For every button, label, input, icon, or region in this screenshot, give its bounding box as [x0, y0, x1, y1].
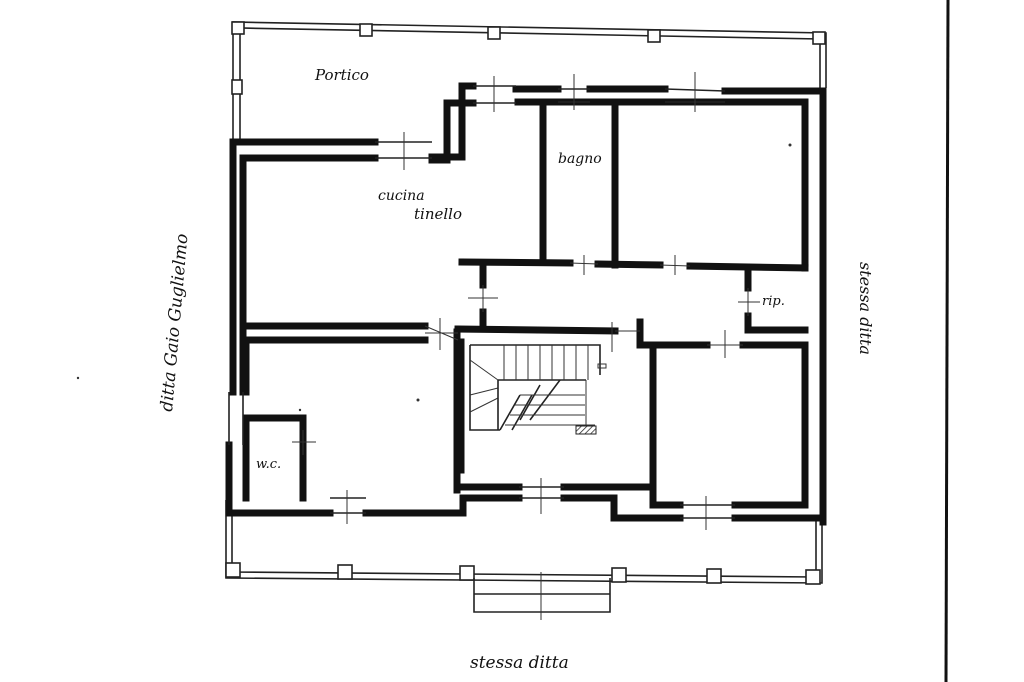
windows	[228, 72, 735, 530]
label-cucina: cucina	[378, 188, 425, 204]
interior-walls	[239, 98, 809, 509]
label-right-neighbor: stessa ditta	[856, 262, 875, 355]
dot-mark	[788, 143, 792, 147]
label-portico: Portico	[314, 66, 369, 84]
dot-mark	[416, 398, 420, 402]
label-left-neighbor: ditta Gaio Guglielmo	[157, 233, 192, 413]
entrance-steps	[473, 572, 611, 620]
portico-posts	[225, 21, 826, 585]
label-bagno: bagno	[558, 151, 602, 167]
label-wc: w.c.	[256, 457, 281, 472]
doors	[292, 255, 760, 455]
portico-outline	[225, 21, 827, 584]
dot-mark	[298, 408, 302, 412]
exterior-walls	[225, 82, 827, 526]
page-border-line	[944, 0, 950, 682]
label-bottom-neighbor: stessa ditta	[470, 653, 569, 673]
label-tinello: tinello	[414, 205, 462, 223]
staircase	[469, 344, 607, 435]
dot-mark	[76, 376, 80, 380]
label-rip: rip.	[762, 294, 785, 309]
